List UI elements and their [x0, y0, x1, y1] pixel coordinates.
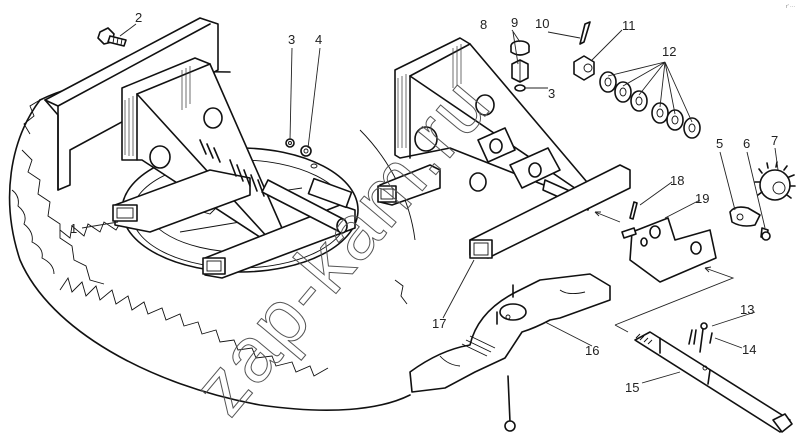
leader-lines [81, 23, 779, 384]
bolt-2 [97, 27, 127, 47]
sleeve-8 [511, 59, 529, 83]
callout-3-left: 3 [288, 32, 295, 47]
callout-1: 1 [70, 221, 77, 236]
callout-14: 14 [742, 342, 756, 357]
cotter-14 [688, 329, 713, 345]
shaft-15 [634, 331, 793, 433]
pin-18 [629, 201, 638, 220]
callout-8: 8 [480, 17, 487, 32]
hinge-bracket-19 [621, 217, 717, 283]
callout-5: 5 [716, 136, 723, 151]
screw-6 [760, 227, 771, 241]
spring-shaft-left [199, 139, 353, 234]
callout-7: 7 [771, 133, 778, 148]
callout-17: 17 [432, 316, 446, 331]
callout-12: 12 [662, 44, 676, 59]
callout-15: 15 [625, 380, 639, 395]
cross-tube-right [377, 164, 631, 259]
clamp-5 [729, 206, 761, 227]
corner-mark: r' ··· [786, 4, 795, 10]
callout-3-right: 3 [548, 86, 555, 101]
callout-6: 6 [743, 136, 750, 151]
gear-7 [754, 161, 796, 201]
callout-4: 4 [315, 32, 322, 47]
callout-11: 11 [622, 18, 636, 33]
lever-plate-16 [409, 273, 611, 393]
cotter-pin-bottom [504, 375, 516, 432]
washer-3-right [514, 84, 526, 92]
callout-19: 19 [695, 191, 709, 206]
spare-tire [8, 70, 416, 411]
nut-3-left [285, 138, 295, 148]
cotter-pin-10 [579, 21, 591, 45]
callout-10: 10 [535, 16, 549, 31]
callout-9: 9 [511, 15, 518, 30]
callout-18: 18 [670, 173, 684, 188]
washers-12 [599, 71, 701, 139]
nut-4 [300, 145, 312, 157]
callout-labels: 1 2 3 4 3 5 6 7 8 9 10 11 12 13 14 15 16… [70, 10, 778, 395]
pin-13 [699, 322, 708, 353]
callout-13: 13 [740, 302, 754, 317]
cap-9 [510, 40, 530, 56]
assembly-arrows [594, 211, 735, 333]
callout-2: 2 [135, 10, 142, 25]
cross-tube-left [112, 169, 356, 279]
castle-nut-11 [573, 55, 595, 81]
callout-16: 16 [585, 343, 599, 358]
